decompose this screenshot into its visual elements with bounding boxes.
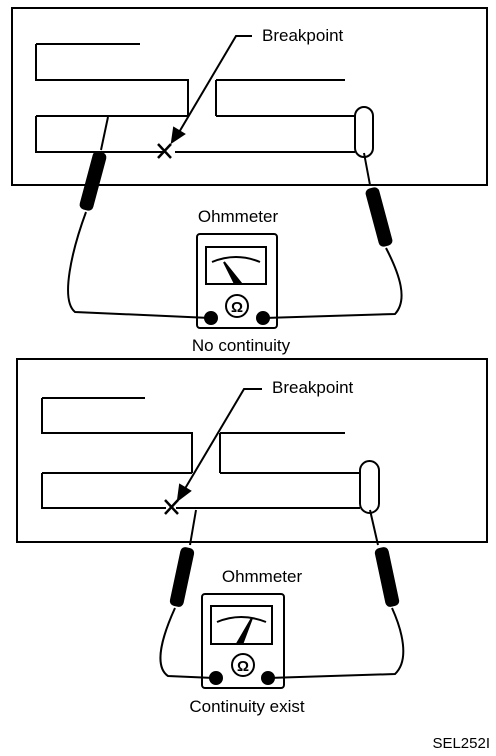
ohmmeter-body xyxy=(201,593,285,689)
upper-wire xyxy=(41,397,345,473)
ohmmeter-scale xyxy=(216,616,267,623)
ohmmeter-terminal-right xyxy=(256,311,270,325)
left-probe-body xyxy=(79,151,107,211)
ohmmeter-label: Ohmmeter xyxy=(198,207,279,226)
left-probe-body xyxy=(169,547,195,607)
breakpoint-label: Breakpoint xyxy=(272,378,354,397)
lower-loop-left xyxy=(35,115,188,153)
right-probe-body xyxy=(374,547,400,607)
result-label: Continuity exist xyxy=(189,697,305,716)
x-break-icon xyxy=(157,143,172,159)
ohmmeter-label: Ohmmeter xyxy=(222,567,303,586)
panel-no-continuity: Ω xyxy=(11,7,488,329)
ohm-symbol-icon xyxy=(231,653,255,677)
ohmmeter-dial xyxy=(205,246,267,285)
connector-loop xyxy=(354,106,374,158)
right-probe-body xyxy=(365,187,393,247)
ohmmeter-terminal-left xyxy=(209,671,223,685)
ohm-glyph: Ω xyxy=(237,658,249,675)
leader-arrowhead xyxy=(170,126,186,145)
left-lead xyxy=(67,211,211,319)
ohmmeter-terminal-right xyxy=(261,671,275,685)
right-lead xyxy=(267,607,405,679)
circuit-box xyxy=(16,358,488,543)
figure-code: SEL252I xyxy=(432,735,490,752)
circuit-box xyxy=(11,7,488,186)
upper-wire xyxy=(35,43,345,116)
ohmmeter-needle xyxy=(236,617,253,643)
x-break-icon xyxy=(164,499,179,515)
result-label: No continuity xyxy=(192,336,291,355)
ohmmeter-dial xyxy=(210,605,273,645)
left-lead xyxy=(159,607,215,679)
breakpoint-leader xyxy=(182,388,262,493)
left-probe-tip xyxy=(189,509,197,546)
right-lead xyxy=(263,247,403,319)
leader-arrowhead xyxy=(176,483,192,503)
left-probe-tip xyxy=(100,116,109,151)
ohmmeter-needle xyxy=(223,261,243,283)
right-probe-tip xyxy=(369,509,379,546)
ohmmeter-scale xyxy=(211,256,261,263)
ohmmeter-body xyxy=(196,233,278,329)
ohmmeter-terminal-left xyxy=(204,311,218,325)
breakpoint-label: Breakpoint xyxy=(262,26,344,45)
lower-loop-right xyxy=(175,115,355,153)
panel-continuity-exist: Ω xyxy=(16,358,488,689)
ohm-glyph: Ω xyxy=(231,299,243,316)
lower-loop-left xyxy=(41,472,192,509)
breakpoint-leader xyxy=(177,35,252,135)
lower-loop-right xyxy=(176,472,360,509)
ohm-symbol-icon xyxy=(225,294,249,318)
connector-loop xyxy=(359,460,380,514)
right-probe-tip xyxy=(363,152,371,186)
